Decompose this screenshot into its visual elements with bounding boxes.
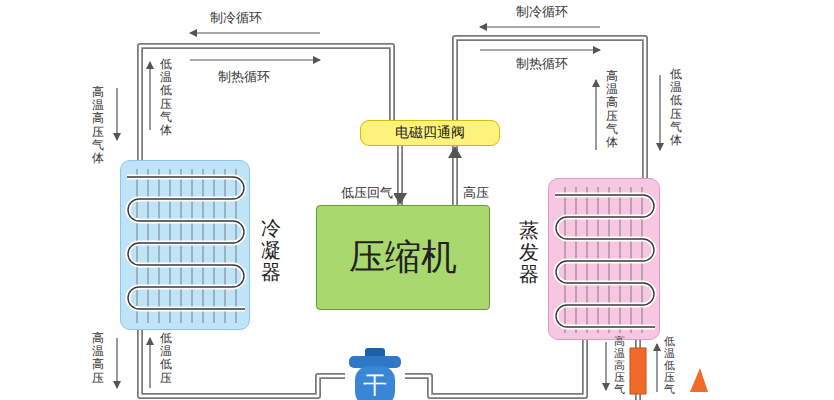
node-label: 干 (345, 368, 405, 400)
cycle-label: 制冷循环 (516, 3, 568, 21)
evaporator: 蒸发器 (548, 178, 660, 340)
component-label: 蒸发器 (519, 219, 539, 285)
state-label: 高温高压气 (614, 336, 625, 396)
pipe-label: 高压 (462, 184, 490, 202)
node-label: 电磁四通阀 (361, 121, 499, 145)
four-way-valve: 电磁四通阀 (360, 120, 500, 146)
state-label: 高温高压 (92, 332, 104, 385)
filter-drier: 干 (345, 348, 405, 400)
pipe-label: 低压回气 (340, 184, 394, 202)
cycle-label: 制热循环 (218, 68, 270, 86)
coil-pattern (121, 161, 251, 331)
refrigerant-pipe (140, 330, 345, 396)
condenser: 冷凝器 (120, 160, 250, 330)
refrigerant-pipe (140, 46, 392, 160)
node-label: 压缩机 (317, 206, 489, 309)
refrigerant-pipe (455, 38, 645, 178)
cycle-label: 制冷循环 (210, 9, 262, 27)
coil-pattern (549, 179, 661, 341)
state-label: 高温高压气体 (606, 70, 618, 149)
state-label: 低温低压气体 (670, 68, 682, 147)
compressor: 压缩机 (316, 205, 490, 310)
direction-arrow (117, 27, 660, 392)
state-label: 低温低压 (160, 332, 172, 385)
refrigerant-pipe (448, 146, 462, 205)
component-label: 冷凝器 (261, 217, 281, 283)
refrigerant-pipe (405, 340, 585, 396)
cycle-label: 制热循环 (516, 55, 568, 73)
state-label: 高温高压气体 (92, 86, 104, 165)
refrigerant-pipe (393, 146, 407, 205)
state-label: 低温低压气体 (160, 58, 172, 137)
state-label: 低温低压气 (664, 336, 675, 396)
